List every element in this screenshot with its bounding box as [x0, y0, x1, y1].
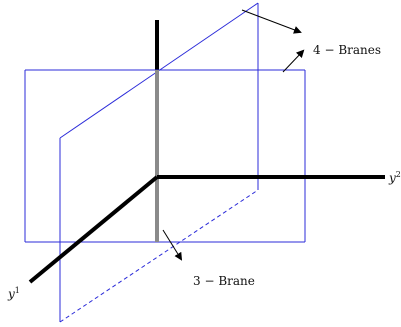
label-y2-axis: y2	[388, 170, 401, 185]
brane-plane-frontal	[24, 69, 306, 243]
y1-axis	[28, 175, 159, 284]
label-4-branes: 4 − Branes	[313, 43, 381, 57]
label-y1-axis: y1	[7, 286, 20, 301]
arrow-to-3brane-label	[162, 229, 183, 261]
label-3-brane: 3 − Brane	[193, 274, 255, 288]
arrow-to-slanted-plane-label	[241, 9, 302, 34]
arrow-to-frontal-plane-label	[282, 49, 305, 73]
